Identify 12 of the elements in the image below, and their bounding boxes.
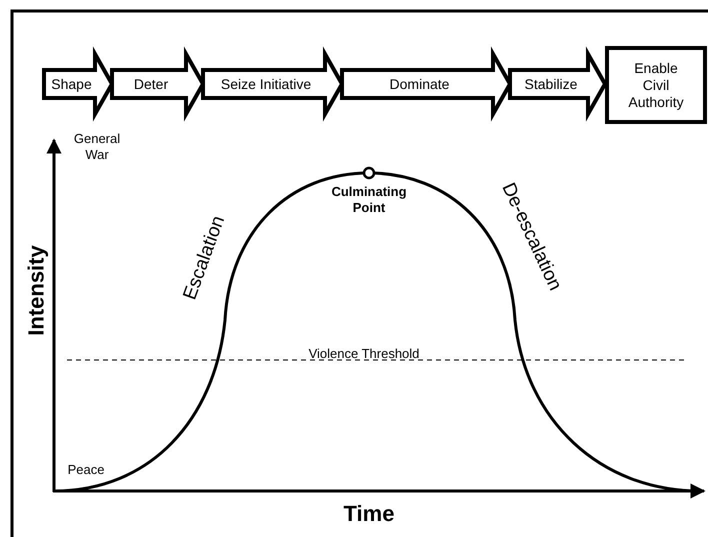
axis-level-label: General War	[72, 131, 122, 163]
axis-title: Intensity	[24, 244, 48, 336]
point-label: Culminating Point	[330, 184, 408, 216]
stage-label: Stabilize	[524, 76, 578, 92]
stage-label: Seize Initiative	[220, 76, 312, 92]
stage-label: Dominate	[388, 76, 450, 92]
axis-level-label: Peace	[68, 462, 104, 478]
axis-title: Time	[344, 500, 394, 526]
stage-label: Enable Civil Authority	[627, 60, 685, 110]
threshold-label: Violence Threshold	[308, 346, 420, 362]
stage-label: Deter	[132, 76, 170, 92]
stage-label: Shape	[50, 76, 93, 92]
